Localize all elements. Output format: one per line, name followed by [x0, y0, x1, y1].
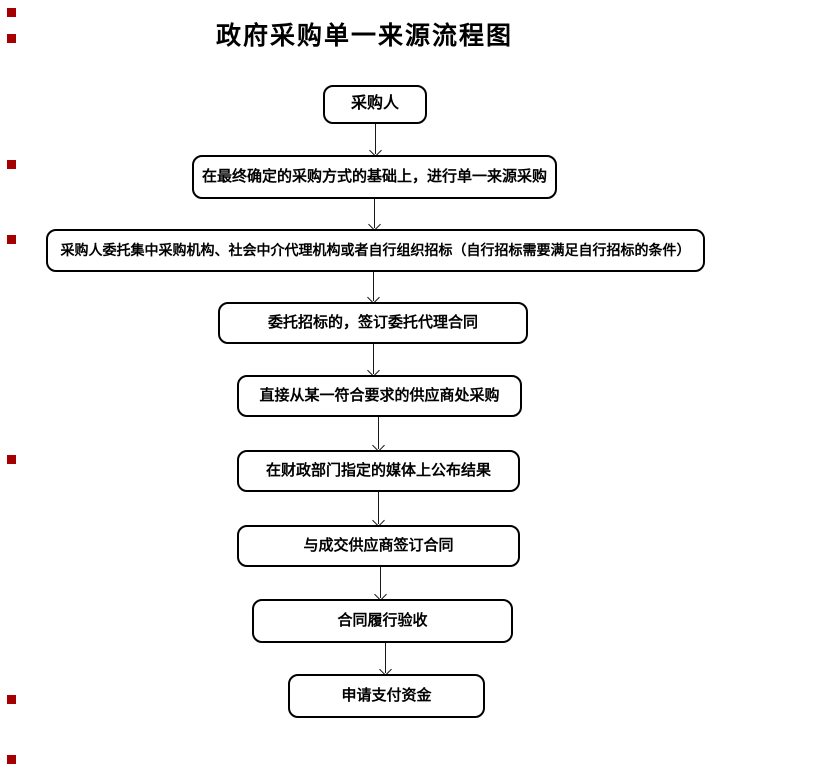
- flow-node-publish-results: 在财政部门指定的媒体上公布结果: [237, 450, 520, 492]
- node-label: 与成交供应商签订合同: [303, 537, 454, 555]
- node-label: 委托招标的，签订委托代理合同: [267, 314, 478, 332]
- node-label: 采购人委托集中采购机构、社会中介代理机构或者自行组织招标（自行招标需要满足自行招…: [60, 242, 691, 259]
- down-arrow-icon: [373, 344, 374, 374]
- flow-node-procure-from-supplier: 直接从某一符合要求的供应商处采购: [237, 375, 522, 417]
- node-label: 在财政部门指定的媒体上公布结果: [265, 462, 491, 480]
- node-label: 合同履行验收: [337, 612, 428, 630]
- flow-node-purchaser: 采购人: [323, 85, 427, 124]
- node-label: 申请支付资金: [341, 687, 432, 705]
- flow-node-sign-deal-contract: 与成交供应商签订合同: [237, 525, 520, 567]
- red-square-marker: [7, 8, 16, 17]
- flow-node-apply-payment: 申请支付资金: [288, 674, 485, 718]
- node-label: 在最终确定的采购方式的基础上，进行单一来源采购: [201, 168, 547, 186]
- down-arrow-icon: [385, 643, 386, 673]
- node-label: 直接从某一符合要求的供应商处采购: [259, 387, 500, 405]
- red-square-marker: [7, 160, 16, 169]
- down-arrow-icon: [380, 567, 381, 598]
- down-arrow-icon: [375, 124, 376, 154]
- down-arrow-icon: [373, 272, 374, 301]
- red-square-marker: [7, 455, 16, 464]
- red-square-marker: [7, 34, 16, 43]
- flow-node-single-source-basis: 在最终确定的采购方式的基础上，进行单一来源采购: [192, 155, 557, 199]
- red-square-marker: [7, 695, 16, 704]
- down-arrow-icon: [378, 492, 379, 524]
- flow-node-entrust-agency-or-self-bid: 采购人委托集中采购机构、社会中介代理机构或者自行组织招标（自行招标需要满足自行招…: [46, 229, 705, 272]
- down-arrow-icon: [374, 199, 375, 228]
- red-square-marker: [7, 235, 16, 244]
- flow-node-sign-agency-contract: 委托招标的，签订委托代理合同: [218, 302, 528, 344]
- page-title: 政府采购单一来源流程图: [216, 23, 514, 50]
- flow-node-contract-acceptance: 合同履行验收: [252, 599, 513, 643]
- red-square-marker: [7, 755, 16, 764]
- down-arrow-icon: [378, 417, 379, 449]
- node-label: 采购人: [350, 95, 399, 113]
